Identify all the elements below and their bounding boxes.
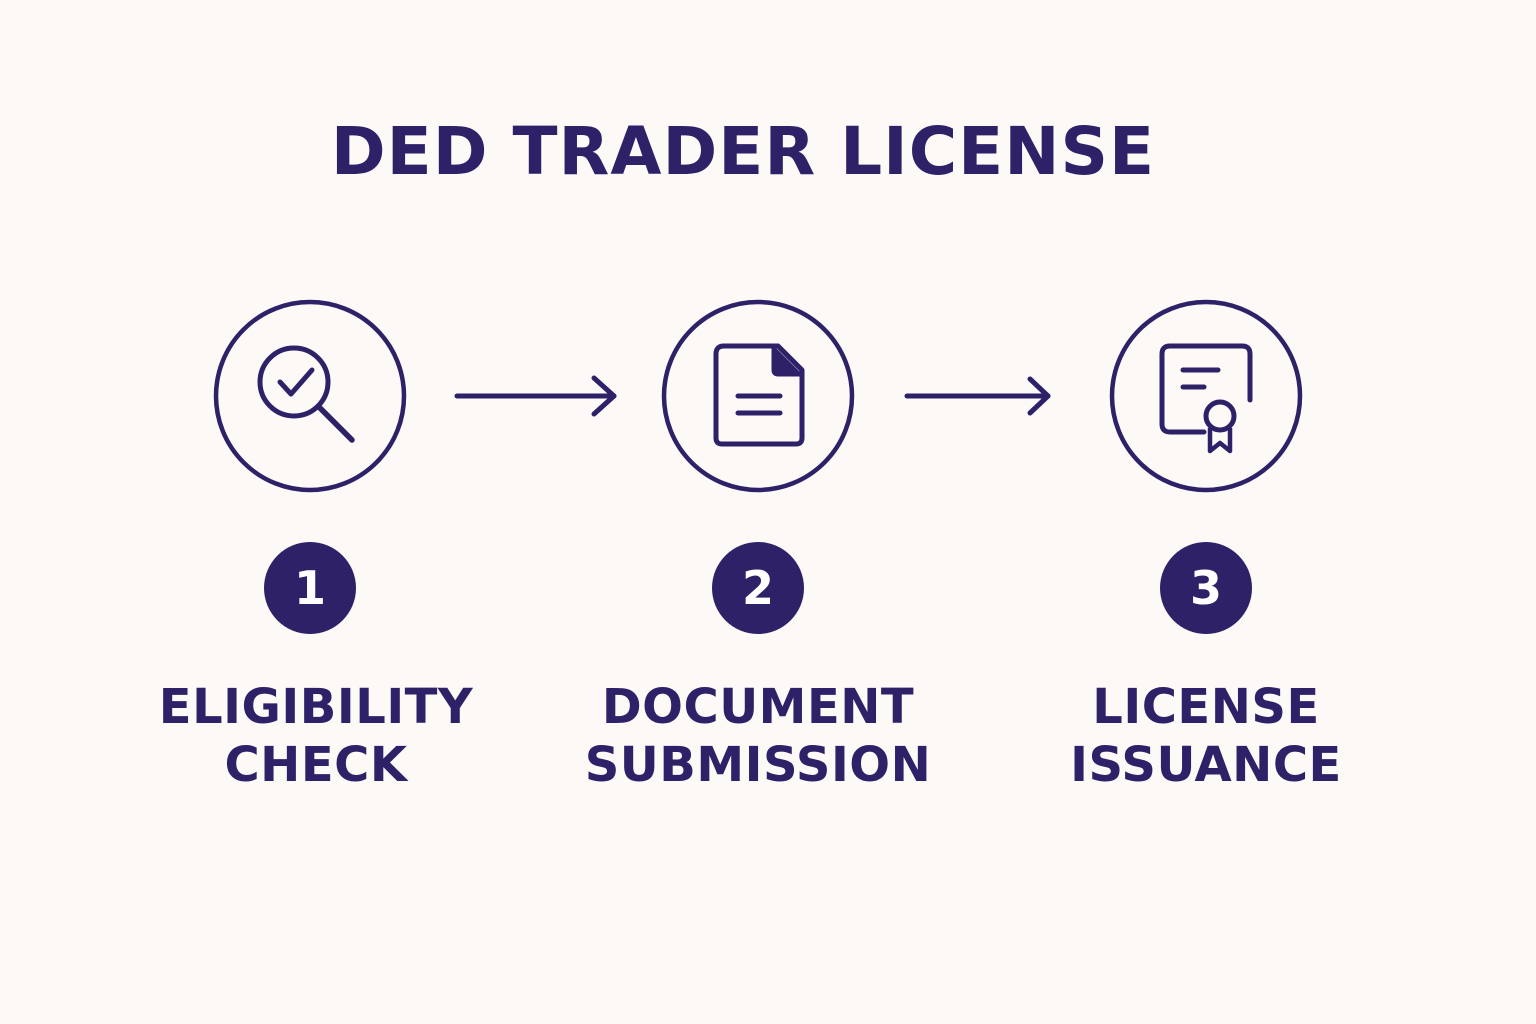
step-3-number-badge: 3	[1160, 542, 1252, 634]
diagram-title: DED TRADER LICENSE	[330, 113, 1156, 190]
step-1-number-badge: 1	[264, 542, 356, 634]
step-1-label: ELIGIBILITY CHECK	[96, 678, 536, 794]
arrow-1	[454, 374, 622, 418]
step-2-label-line-2: SUBMISSION	[584, 737, 932, 793]
step-1-label-line-1: ELIGIBILITY	[158, 679, 474, 735]
arrow-2	[904, 374, 1056, 418]
step-2-label: DOCUMENT SUBMISSION	[538, 678, 978, 794]
step-1-icon-circle	[212, 298, 408, 494]
step-2-icon-circle	[660, 298, 856, 494]
certificate-icon	[1109, 299, 1303, 493]
arrow-right-icon	[904, 376, 1051, 416]
step-3-label-line-2: ISSUANCE	[1070, 737, 1342, 793]
step-3-label: LICENSE ISSUANCE	[986, 678, 1426, 794]
step-1-label-line-2: CHECK	[224, 737, 408, 793]
arrow-right-icon	[454, 375, 617, 417]
step-3-label-line-1: LICENSE	[1092, 679, 1320, 735]
step-2-number-badge: 2	[712, 542, 804, 634]
step-3-icon-circle	[1108, 298, 1304, 494]
document-icon	[661, 299, 855, 493]
step-2-label-line-1: DOCUMENT	[601, 679, 915, 735]
magnifier-check-icon	[213, 299, 407, 493]
